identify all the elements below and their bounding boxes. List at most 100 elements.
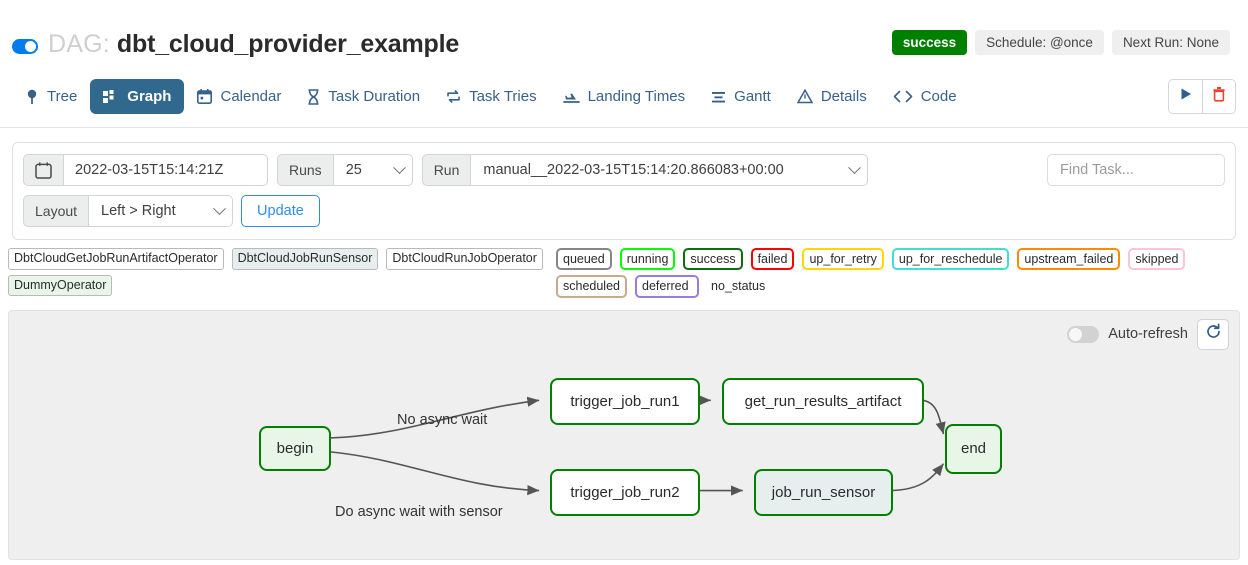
base-date-group: 2022-03-15T15:14:21Z <box>23 154 268 186</box>
dag-actions <box>1168 79 1236 114</box>
task-node-trigger_job_run1[interactable]: trigger_job_run1 <box>550 377 700 425</box>
hourglass-icon <box>307 88 320 105</box>
legend-operator: DbtCloudJobRunSensor <box>231 248 379 270</box>
tab-task-duration[interactable]: Task Duration <box>294 79 433 114</box>
edge-begin-to-trigger1 <box>330 396 540 439</box>
find-task-input[interactable]: Find Task... <box>1047 154 1225 186</box>
num-runs-value: 25 <box>345 162 362 178</box>
retry-icon <box>446 89 461 104</box>
status-badge: success <box>891 29 968 55</box>
layout-value: Left > Right <box>101 203 176 219</box>
legend-status-scheduled: scheduled <box>556 275 627 298</box>
refresh-button[interactable] <box>1197 318 1229 350</box>
task-node-label: begin <box>276 439 314 457</box>
edge-label-async-wait-sensor: Do async wait with sensor <box>335 503 503 520</box>
chevron-down-icon <box>392 160 406 174</box>
view-tabs: Tree Graph Calendar Task Duration Task T <box>0 66 1248 128</box>
tab-label: Graph <box>127 88 172 105</box>
layout-select[interactable]: Left > Right <box>88 195 234 227</box>
runs-group: Runs 25 <box>277 154 413 186</box>
base-date-input[interactable]: 2022-03-15T15:14:21Z <box>63 154 268 186</box>
tab-label: Gantt <box>734 88 771 105</box>
tab-label: Landing Times <box>587 88 686 105</box>
filter-row-2: Layout Left > Right Update <box>23 195 1225 227</box>
task-node-label: trigger_job_run2 <box>570 483 680 501</box>
play-icon <box>1179 87 1193 106</box>
tab-label: Details <box>820 88 867 105</box>
run-label: Run <box>421 154 471 186</box>
trigger-dag-button[interactable] <box>1169 80 1202 113</box>
dag-run-select[interactable]: manual__2022-03-15T15:14:20.866083+00:00 <box>470 154 869 186</box>
tab-label: Code <box>920 88 957 105</box>
legend-status-success: success <box>683 248 743 271</box>
calendar-icon[interactable] <box>23 154 63 186</box>
legend-operator: DbtCloudRunJobOperator <box>386 248 543 270</box>
task-node-label: job_run_sensor <box>771 483 876 501</box>
chevron-down-icon <box>213 201 226 215</box>
layout-label: Layout <box>23 195 89 227</box>
gantt-icon <box>711 90 726 104</box>
legend-status-queued: queued <box>556 248 612 271</box>
triangle-alert-icon <box>796 89 813 104</box>
legend-status-deferred: deferred <box>635 275 699 298</box>
landing-icon <box>562 89 580 104</box>
tab-gantt[interactable]: Gantt <box>698 79 784 114</box>
dag-prefix-label: DAG: <box>48 29 110 58</box>
operator-legend: DbtCloudGetJobRunArtifactOperator DbtClo… <box>8 248 548 297</box>
legend-status-failed: failed <box>750 248 795 271</box>
legend-bar: DbtCloudGetJobRunArtifactOperator DbtClo… <box>0 240 1248 304</box>
legend-status-running: running <box>619 248 676 271</box>
layout-group: Layout Left > Right <box>23 195 234 227</box>
delete-dag-button[interactable] <box>1202 80 1235 113</box>
status-legend: queued running success failed up_for_ret… <box>548 248 1240 298</box>
tab-graph[interactable]: Graph <box>90 79 185 114</box>
legend-operator: DbtCloudGetJobRunArtifactOperator <box>8 248 224 270</box>
tab-label: Tree <box>47 88 78 105</box>
edge-sensor-to-end <box>891 462 945 491</box>
graph-toolbar: Auto-refresh <box>1067 318 1229 350</box>
edge-begin-to-trigger2 <box>330 450 540 495</box>
page-title: dbt_cloud_provider_example <box>116 29 460 58</box>
tree-icon <box>25 89 39 105</box>
tab-landing-times[interactable]: Landing Times <box>550 79 699 114</box>
tab-tree[interactable]: Tree <box>12 79 90 114</box>
graph-icon <box>103 89 119 104</box>
legend-operator: DummyOperator <box>8 274 112 297</box>
runs-label: Runs <box>277 154 333 186</box>
task-node-begin[interactable]: begin <box>259 425 331 471</box>
tab-task-tries[interactable]: Task Tries <box>433 79 550 114</box>
task-node-label: end <box>960 440 987 457</box>
run-group: Run manual__2022-03-15T15:14:20.866083+0… <box>421 154 869 186</box>
code-icon <box>893 90 913 103</box>
graph-edges <box>330 394 946 496</box>
dag-pause-toggle[interactable] <box>12 38 38 54</box>
trash-icon <box>1212 86 1226 107</box>
update-button[interactable]: Update <box>241 195 320 227</box>
chevron-down-icon <box>848 160 862 174</box>
edge-artifact-to-end <box>922 398 946 434</box>
auto-refresh-label: Auto-refresh <box>1108 326 1188 342</box>
legend-status-up-for-retry: up_for_retry <box>802 248 884 271</box>
tab-calendar[interactable]: Calendar <box>184 79 294 114</box>
tab-code[interactable]: Code <box>880 79 970 114</box>
task-node-end[interactable]: end <box>945 423 1002 474</box>
task-node-get_run_results_artifact[interactable]: get_run_results_artifact <box>722 377 924 425</box>
tab-label: Task Duration <box>328 88 421 105</box>
header-meta-group: success Schedule: @once Next Run: None <box>891 29 1236 55</box>
task-node-trigger_job_run2[interactable]: trigger_job_run2 <box>550 468 700 516</box>
tab-label: Task Tries <box>469 88 537 105</box>
tab-label: Calendar <box>220 88 282 105</box>
task-node-job_run_sensor[interactable]: job_run_sensor <box>754 468 893 516</box>
auto-refresh-toggle[interactable] <box>1067 325 1100 343</box>
tab-details[interactable]: Details <box>784 79 880 114</box>
page-header: DAG: dbt_cloud_provider_example success … <box>0 0 1248 66</box>
graph-canvas[interactable]: Auto-refresh begin trigger_j <box>8 309 1240 560</box>
filter-bar: 2022-03-15T15:14:21Z Runs 25 Run manual_… <box>12 142 1236 240</box>
task-node-label: trigger_job_run1 <box>570 392 680 410</box>
num-runs-select[interactable]: 25 <box>332 154 413 186</box>
task-node-label: get_run_results_artifact <box>744 392 902 410</box>
legend-status-no-status: no_status <box>711 279 766 294</box>
schedule-badge: Schedule: @once <box>975 29 1104 55</box>
legend-status-up-for-reschedule: up_for_reschedule <box>891 248 1010 271</box>
